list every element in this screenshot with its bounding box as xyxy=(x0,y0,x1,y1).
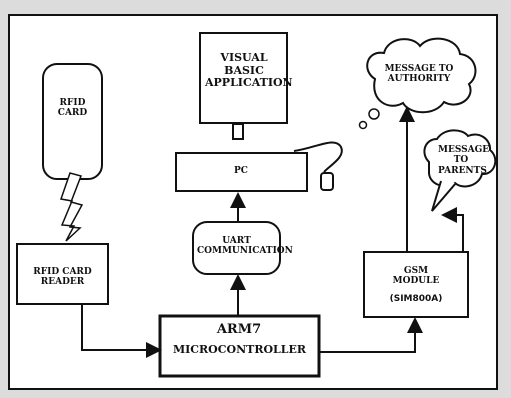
arm7-to-gsm-arrow xyxy=(319,317,423,353)
visual-basic-label: VISUAL BASIC APPLICATION xyxy=(205,51,293,90)
message-parents-label: MESSAGE TO PARENTS xyxy=(438,145,490,176)
uart-label: UART COMMUNICATION xyxy=(197,236,293,257)
authority-cloud xyxy=(366,37,477,114)
pc-label: PC xyxy=(234,166,248,176)
rfid-reader-label: RFID CARD READER xyxy=(33,267,92,288)
gsm-module-label: GSM MODULE xyxy=(392,266,440,287)
message-authority-label: MESSAGE TO AUTHORITY xyxy=(384,64,454,85)
authority-cloud-bubble-1 xyxy=(368,108,380,120)
monitor-screen-box xyxy=(199,32,288,124)
parents-cloud-tail xyxy=(431,180,457,212)
wireless-signal-icon xyxy=(60,172,84,242)
monitor-stand xyxy=(232,123,244,140)
arm7-title: ARM7 xyxy=(216,322,262,337)
mouse-icon xyxy=(320,172,334,191)
rfid-reader-to-arm7-arrow xyxy=(81,304,162,358)
arm7-box xyxy=(158,314,321,378)
rfid-card-box xyxy=(42,63,103,180)
pc-box xyxy=(175,152,308,192)
gsm-model-label: (SIM800A) xyxy=(389,294,443,304)
mouse-cable xyxy=(293,141,343,173)
arm7-subtitle: MICROCONTROLLER xyxy=(172,343,307,356)
rfid-reader-box xyxy=(16,243,109,305)
authority-cloud-bubble-2 xyxy=(358,120,368,130)
gsm-to-parents-arrow xyxy=(441,207,464,252)
rfid-card-label: RFID CARD xyxy=(57,98,88,119)
